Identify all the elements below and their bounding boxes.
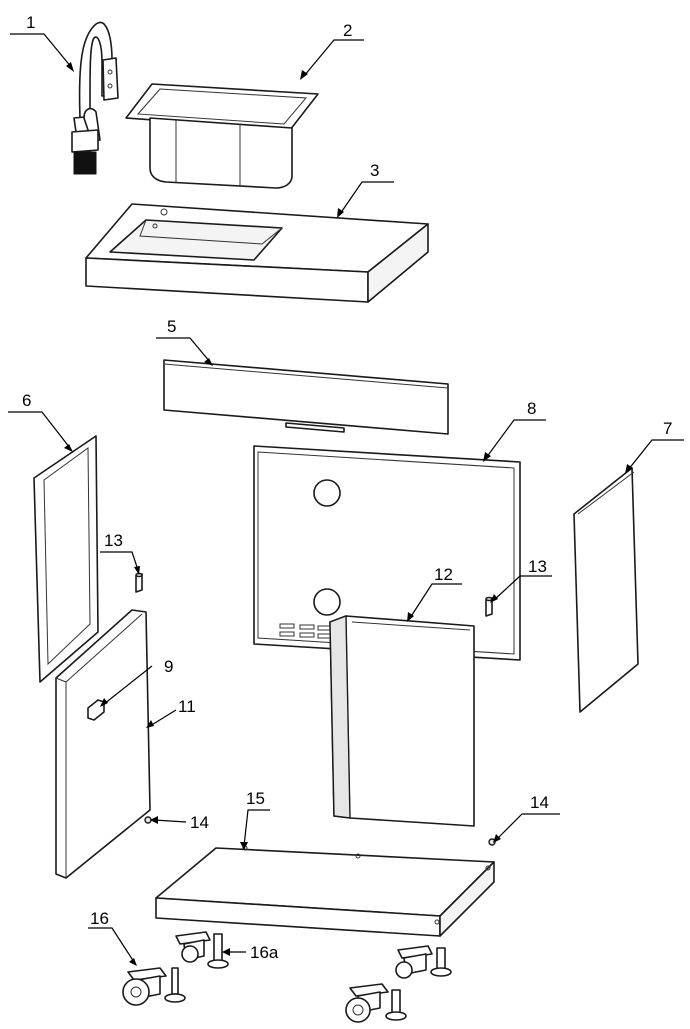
callout-labels: 1 2 3 5 6 7 8 9 11 12 13 13 14 14 15 16 … (22, 13, 672, 962)
callout-15: 15 (246, 789, 265, 808)
leveler-front-right (385, 989, 407, 1021)
callout-14-left: 14 (190, 813, 209, 832)
callout-7: 7 (663, 419, 672, 438)
callout-14-right: 14 (530, 793, 549, 812)
right-door (329, 614, 475, 827)
left-side-panel (33, 435, 99, 683)
back-panel (253, 445, 521, 661)
callout-1: 1 (26, 13, 35, 32)
front-rail (163, 359, 449, 435)
callout-16: 16 (90, 909, 109, 928)
leveler-16a (207, 933, 229, 969)
countertop (85, 203, 429, 303)
callout-12: 12 (434, 565, 453, 584)
door-handle (87, 699, 105, 721)
callout-5: 5 (167, 317, 176, 336)
callout-13-right: 13 (528, 557, 547, 576)
callout-9: 9 (164, 657, 173, 676)
caster-front-right (345, 983, 389, 1023)
base-plate (155, 845, 495, 937)
leveler-back-right (430, 947, 452, 977)
callout-16a: 16a (250, 943, 279, 962)
callout-13-left: 13 (104, 531, 123, 550)
caster-front-left (122, 967, 167, 1006)
caster-back-right (395, 945, 433, 979)
faucet (71, 21, 119, 175)
caster-back-left (175, 931, 211, 963)
callout-8: 8 (527, 399, 536, 418)
leveler-front-left (164, 967, 186, 1003)
right-side-panel (573, 467, 639, 713)
hinge-pin-right (485, 596, 493, 617)
callout-3: 3 (370, 161, 379, 180)
callout-6: 6 (22, 391, 31, 410)
leader-lines (8, 33, 684, 966)
callout-11: 11 (178, 697, 196, 716)
left-door (55, 609, 151, 879)
hinge-pin-left (135, 572, 143, 593)
sink-bowl (125, 83, 319, 189)
callout-2: 2 (343, 21, 352, 40)
